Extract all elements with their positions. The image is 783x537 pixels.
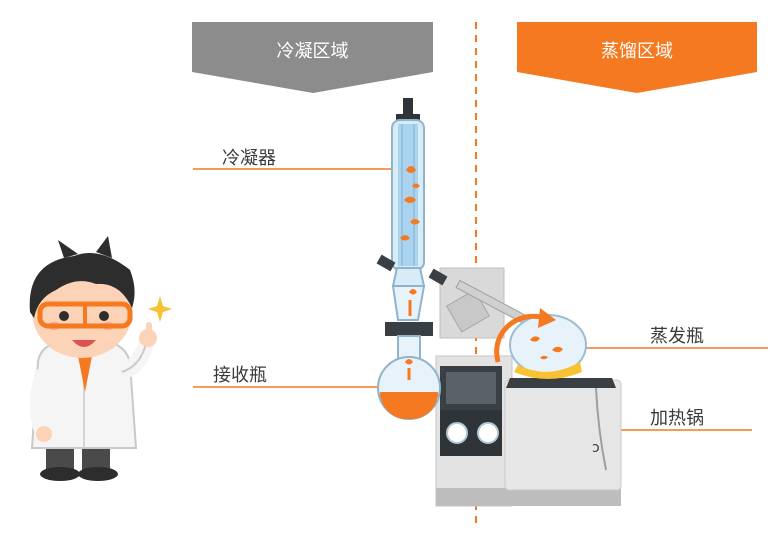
condense-zone-banner bbox=[192, 22, 433, 93]
receiving-flask-label: 接收瓶 bbox=[213, 365, 267, 386]
receiving-flask bbox=[377, 322, 441, 420]
distill-zone-banner bbox=[517, 22, 757, 93]
scientist-character bbox=[29, 236, 157, 481]
sparkle-icon bbox=[148, 296, 172, 322]
distill-zone-label: 蒸馏区域 bbox=[601, 41, 673, 62]
evaporating-flask-label: 蒸发瓶 bbox=[650, 326, 704, 347]
rotary-evaporator: ɔ bbox=[435, 267, 622, 507]
heating-bath-label: 加热锅 bbox=[650, 408, 704, 429]
condenser bbox=[376, 98, 448, 321]
evaporating-flask bbox=[494, 308, 587, 379]
condenser-label: 冷凝器 bbox=[222, 148, 276, 169]
condense-zone-label: 冷凝区域 bbox=[276, 41, 349, 62]
rotation-arrow-icon bbox=[494, 313, 546, 363]
svg-text:ɔ: ɔ bbox=[592, 440, 600, 456]
